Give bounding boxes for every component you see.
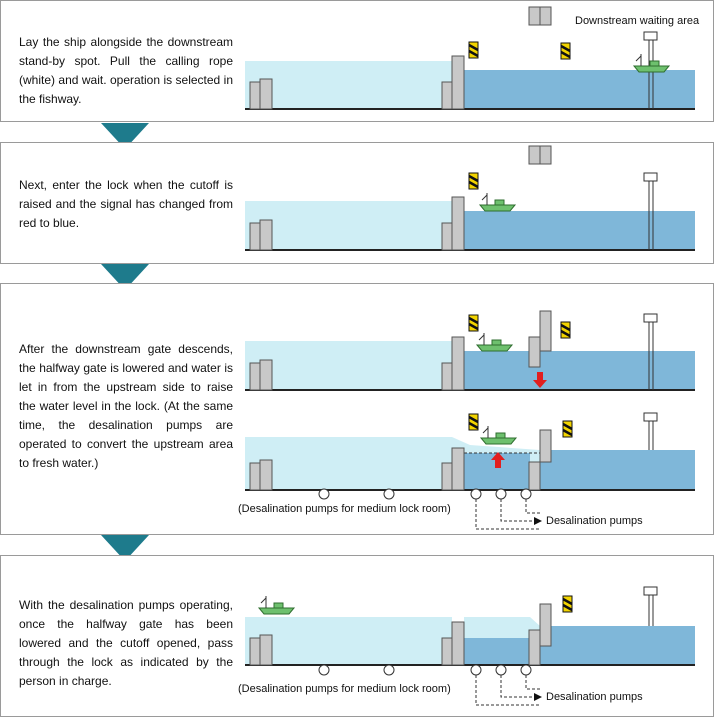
pumps-label: Desalination pumps <box>546 691 643 703</box>
upstream-water <box>245 201 452 249</box>
signal-sign <box>560 321 571 339</box>
lock-water <box>464 638 530 664</box>
halfway-gate <box>539 603 552 647</box>
ship <box>478 193 517 212</box>
ship <box>632 54 671 73</box>
step-1-text: Lay the ship alongside the downstream st… <box>19 35 233 106</box>
signal-sign <box>560 42 571 60</box>
pump-icon <box>470 488 482 500</box>
signal-sign <box>468 314 479 332</box>
waiting-post <box>643 313 658 390</box>
downstream-gate <box>451 55 465 110</box>
waiting-post <box>643 31 658 109</box>
diagram-4: (Desalination pumps for medium lock room… <box>238 586 695 706</box>
pumps-medium-label: (Desalination pumps for medium lock room… <box>238 503 451 515</box>
waiting-post <box>643 586 658 626</box>
step-3-panel: After the downstream gate descends, the … <box>0 283 714 535</box>
downstream-gate <box>451 336 465 391</box>
signal-sign <box>468 41 479 59</box>
pump-icon <box>383 488 395 500</box>
waiting-post <box>643 172 658 250</box>
diagram-3a <box>245 310 695 391</box>
signal-sign <box>562 595 573 613</box>
diagram-2 <box>245 145 695 251</box>
pier <box>249 81 261 110</box>
pump-icon <box>520 664 532 676</box>
diagram-1: Downstream waiting area <box>245 6 700 110</box>
waiting-area-label: Downstream waiting area <box>575 15 700 27</box>
diagram-3b: (Desalination pumps for medium lock room… <box>238 412 695 530</box>
cutoff-gate-icon <box>528 145 552 165</box>
pump-pipes <box>475 675 540 706</box>
pump-icon <box>520 488 532 500</box>
pump-icon <box>318 488 330 500</box>
step-2-text: Next, enter the lock when the cutoff is … <box>19 178 233 230</box>
downstream-water <box>540 450 695 490</box>
pier <box>259 359 273 391</box>
pump-icon <box>383 664 395 676</box>
downstream-gate <box>451 621 465 666</box>
gate-pillar <box>441 362 453 391</box>
pump-icon <box>495 664 507 676</box>
gate-pillar <box>441 637 453 666</box>
signal-sign <box>468 172 479 190</box>
halfway-gate <box>528 461 541 491</box>
halfway-gate <box>528 336 541 368</box>
downstream-gate <box>451 196 465 251</box>
step-3-text: After the downstream gate descends, the … <box>19 342 233 470</box>
pier <box>259 219 273 251</box>
upstream-water <box>245 341 452 389</box>
upstream-water <box>452 617 540 664</box>
cutoff-gate-icon <box>528 6 552 26</box>
signal-sign <box>562 420 573 438</box>
pier <box>259 459 273 491</box>
pier <box>249 362 261 391</box>
downstream-gate <box>451 447 465 491</box>
downstream-water <box>452 351 695 389</box>
pump-icon <box>470 664 482 676</box>
ship <box>475 333 514 352</box>
step-4-text: With the desalination pumps operating, o… <box>19 598 233 688</box>
signal-sign <box>468 413 479 431</box>
gate-pillar <box>441 462 453 491</box>
waiting-post <box>643 412 658 450</box>
pier <box>259 634 273 666</box>
pier <box>249 637 261 666</box>
ship <box>479 426 518 445</box>
halfway-gate <box>539 429 552 463</box>
up-arrow-icon <box>491 452 505 468</box>
pump-pipes <box>475 499 540 530</box>
pumps-label: Desalination pumps <box>546 515 643 527</box>
halfway-gate <box>539 310 552 352</box>
halfway-gate <box>528 629 541 666</box>
upstream-water <box>245 617 452 664</box>
pump-icon <box>495 488 507 500</box>
pier <box>259 78 273 110</box>
gate-pillar <box>441 222 453 251</box>
downstream-water <box>452 70 695 108</box>
pier <box>249 462 261 491</box>
downstream-water <box>452 211 695 249</box>
pumps-medium-label: (Desalination pumps for medium lock room… <box>238 683 451 695</box>
pier <box>249 222 261 251</box>
pump-icon <box>318 664 330 676</box>
gate-pillar <box>441 81 453 110</box>
down-arrow-icon <box>533 372 547 388</box>
ship <box>257 596 296 615</box>
upstream-water <box>245 61 452 108</box>
downstream-water <box>540 626 695 664</box>
